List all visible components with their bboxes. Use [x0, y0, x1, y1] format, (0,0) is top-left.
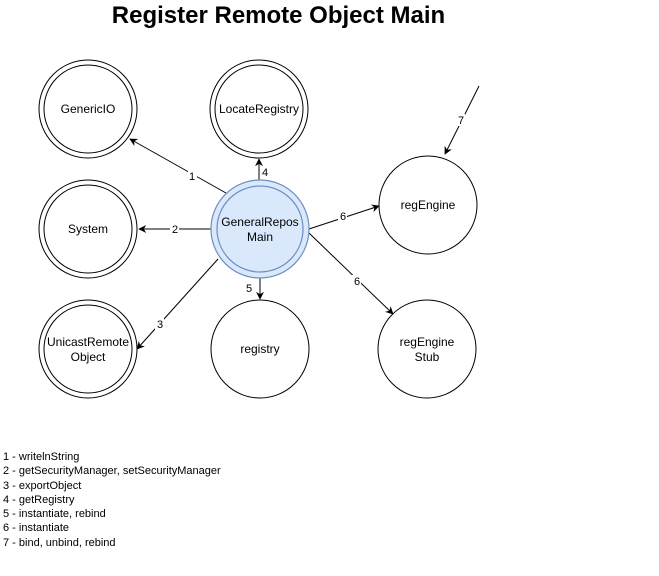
edge-2: 2 — [138, 223, 213, 236]
diagram-title: Register Remote Object Main — [111, 2, 446, 29]
node-label-regenginestub-line2: Stub — [415, 350, 440, 364]
node-label-generalrepos-line2: Main — [247, 230, 273, 244]
legend-item: 6 - instantiate — [3, 522, 70, 535]
legend: 1 - writelnString 2 - getSecurityManager… — [3, 450, 221, 550]
edge-5: 5 — [244, 278, 264, 300]
node-label-regengine: regEngine — [401, 198, 456, 212]
edge-label-7: 7 — [458, 115, 464, 127]
node-label-system: System — [68, 222, 108, 236]
node-locateregistry: LocateRegistry — [209, 59, 309, 159]
edge-1: 1 — [129, 138, 227, 194]
node-regenginestub: regEngine Stub — [377, 299, 477, 399]
edge-label-4: 4 — [262, 167, 268, 179]
legend-item: 3 - exportObject — [3, 479, 82, 492]
legend-item: 1 - writelnString — [3, 451, 80, 463]
legend-item: 7 - bind, unbind, rebind — [3, 536, 116, 549]
edge-4: 4 — [255, 158, 270, 180]
legend-item: 2 - getSecurityManager, setSecurityManag… — [3, 465, 221, 478]
edge-6-regenginestub: 6 — [308, 232, 394, 315]
node-label-registry: registry — [240, 342, 279, 356]
legend-item: 4 - getRegistry — [3, 493, 75, 506]
node-regengine: regEngine — [378, 155, 478, 255]
node-genericio: GenericIO — [38, 59, 138, 159]
edge-label-1: 1 — [189, 171, 195, 183]
node-label-regenginestub-line1: regEngine — [400, 335, 455, 349]
node-unicastremoteobject: UnicastRemote Object — [38, 299, 138, 399]
node-label-locateregistry: LocateRegistry — [219, 102, 299, 116]
edge-label-3: 3 — [157, 319, 163, 331]
node-generalrepos-main: GeneralRepos Main — [210, 179, 310, 279]
node-label-genericio: GenericIO — [61, 102, 116, 116]
edge-label-6b: 6 — [354, 276, 360, 288]
edge-label-6a: 6 — [340, 211, 346, 223]
edge-7: 7 — [444, 85, 480, 155]
edge-6-regengine: 6 — [308, 204, 380, 230]
node-label-generalrepos-line1: GeneralRepos — [221, 215, 298, 229]
legend-item: 5 - instantiate, rebind — [3, 508, 106, 521]
node-label-unicast-line1: UnicastRemote — [47, 335, 129, 349]
node-system: System — [38, 179, 138, 279]
edge-label-2: 2 — [172, 224, 178, 236]
edge-3: 3 — [136, 258, 219, 350]
node-registry: registry — [210, 299, 310, 399]
node-label-unicast-line2: Object — [71, 350, 106, 364]
edge-label-5: 5 — [246, 283, 252, 295]
